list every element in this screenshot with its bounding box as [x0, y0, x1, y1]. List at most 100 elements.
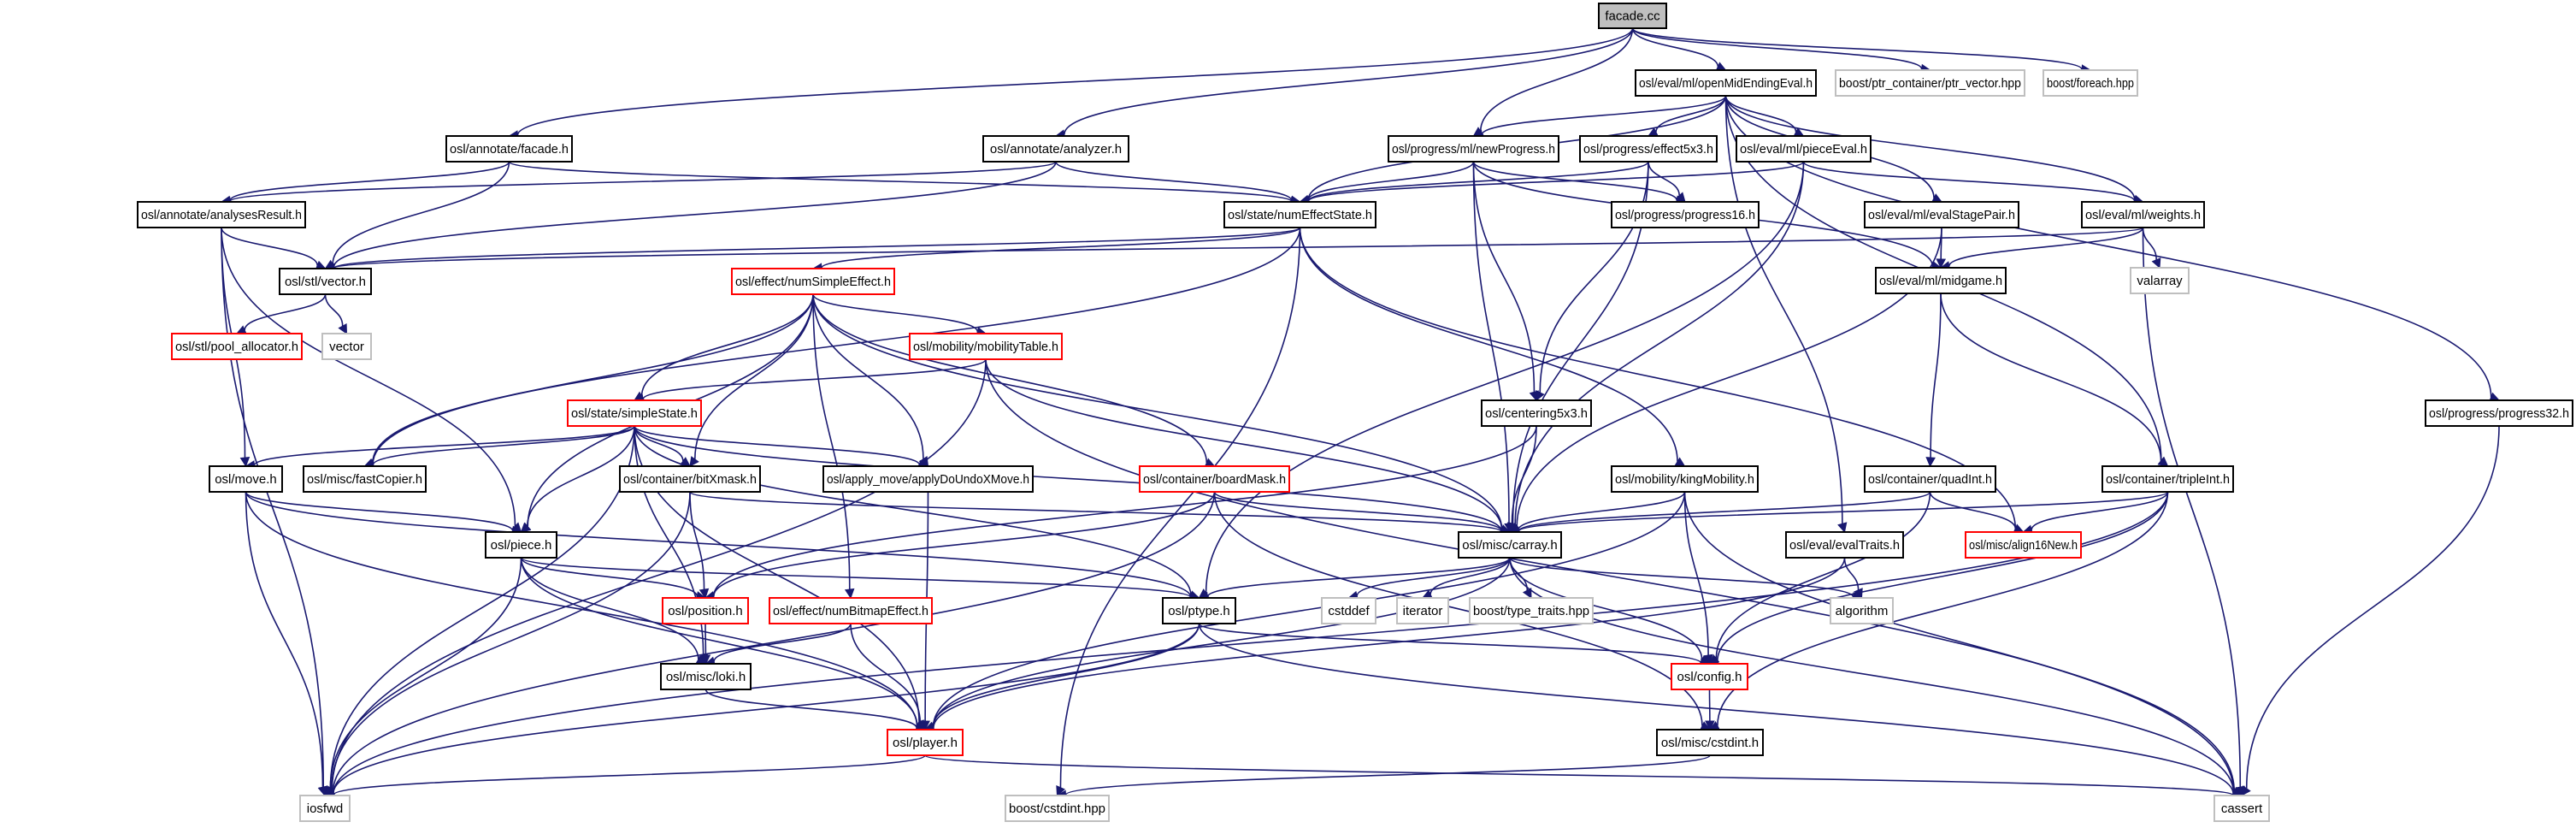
- edge-newProgress-to-numEffectState: [1307, 161, 1475, 201]
- node-carray[interactable]: osl/misc/carray.h: [1458, 531, 1562, 559]
- edge-facade_cc-to-analyzer: [1064, 27, 1634, 135]
- edge-numBitmapEffect-to-player: [850, 623, 922, 723]
- edge-pieceEval-to-weights: [1802, 161, 2136, 202]
- edge-quadInt-to-carray: [1518, 491, 1931, 532]
- node-label: osl/annotate/analyzer.h: [990, 142, 1122, 157]
- node-label: osl/state/numEffectState.h: [1228, 208, 1372, 222]
- node-bitXmask[interactable]: osl/container/bitXmask.h: [619, 465, 761, 493]
- node-evalStagePair[interactable]: osl/eval/ml/evalStagePair.h: [1864, 201, 2019, 228]
- edge-cstdint_misc-to-boost_cstdint: [1064, 754, 1711, 796]
- edge-boardMask-to-position: [712, 491, 1216, 597]
- node-label: osl/progress/progress16.h: [1615, 208, 1755, 222]
- edge-openMidEndingEval-to-weights: [1724, 95, 2136, 200]
- arrowhead-simpleState-to-piece: [520, 522, 532, 533]
- node-box: [445, 135, 573, 163]
- node-move[interactable]: osl/move.h: [209, 465, 283, 493]
- node-align16New[interactable]: osl/misc/align16New.h: [1965, 531, 2082, 559]
- node-pieceEval[interactable]: osl/eval/ml/pieceEval.h: [1736, 135, 1872, 163]
- edge-facade_cc-to-newProgress: [1479, 27, 1634, 132]
- node-numBitmapEffect[interactable]: osl/effect/numBitmapEffect.h: [769, 597, 933, 624]
- arrowhead-openMidEndingEval-to-evalTraits: [1837, 522, 1848, 534]
- node-box: [982, 135, 1129, 163]
- node-label: osl/container/tripleInt.h: [2106, 472, 2230, 487]
- node-label: osl/player.h: [893, 736, 958, 750]
- node-pool_allocator[interactable]: osl/stl/pool_allocator.h: [171, 333, 303, 360]
- node-weights[interactable]: osl/eval/ml/weights.h: [2081, 201, 2205, 228]
- edge-evalTraits-to-algorithm: [1843, 557, 1860, 590]
- node-label: osl/eval/evalTraits.h: [1789, 538, 1900, 553]
- node-progress16[interactable]: osl/progress/progress16.h: [1611, 201, 1760, 228]
- node-progress32[interactable]: osl/progress/progress32.h: [2425, 399, 2573, 427]
- node-facade_cc[interactable]: facade.cc: [1598, 3, 1667, 29]
- edge-midgame-to-tripleInt: [1940, 293, 2162, 461]
- node-ptype[interactable]: osl/ptype.h: [1162, 597, 1236, 624]
- node-label: osl/centering5x3.h: [1485, 406, 1588, 421]
- edge-carray-to-config: [1509, 557, 1703, 660]
- node-quadInt[interactable]: osl/container/quadInt.h: [1864, 465, 1996, 493]
- node-box: [1388, 135, 1559, 163]
- node-loki[interactable]: osl/misc/loki.h: [660, 663, 752, 690]
- node-label: osl/mobility/mobilityTable.h: [913, 340, 1058, 354]
- edge-ptype-to-config: [1198, 623, 1702, 664]
- node-openMidEndingEval[interactable]: osl/eval/ml/openMidEndingEval.h: [1635, 69, 1817, 97]
- edge-evalTraits-to-player: [933, 557, 1846, 729]
- edge-numEffectState-to-numSimpleEffect: [821, 227, 1301, 269]
- node-label: osl/misc/fastCopier.h: [307, 472, 422, 487]
- node-player[interactable]: osl/player.h: [887, 729, 964, 756]
- node-config[interactable]: osl/config.h: [1671, 663, 1748, 690]
- node-fastCopier[interactable]: osl/misc/fastCopier.h: [303, 465, 427, 493]
- node-tripleInt[interactable]: osl/container/tripleInt.h: [2101, 465, 2234, 493]
- node-analysesResult[interactable]: osl/annotate/analysesResult.h: [137, 201, 306, 228]
- node-label: osl/config.h: [1677, 670, 1742, 684]
- node-numSimpleEffect[interactable]: osl/effect/numSimpleEffect.h: [731, 268, 895, 295]
- node-position[interactable]: osl/position.h: [662, 597, 749, 624]
- node-simpleState[interactable]: osl/state/simpleState.h: [567, 399, 702, 427]
- edge-simpleState-to-ptype: [634, 425, 1192, 596]
- node-analyzer[interactable]: osl/annotate/analyzer.h: [982, 135, 1129, 163]
- edge-move-to-ptype: [245, 491, 1192, 598]
- arrowhead-centering5x3-to-carray: [1506, 522, 1518, 534]
- edge-carray-to-player: [932, 557, 1511, 728]
- node-label: osl/eval/ml/openMidEndingEval.h: [1639, 76, 1813, 91]
- node-box: [909, 333, 1063, 360]
- node-box: [1458, 531, 1562, 559]
- edge-piece-to-ptype: [520, 557, 1192, 599]
- node-box: [1611, 465, 1759, 493]
- node-box: [279, 268, 372, 295]
- edge-kingMobility-to-carray: [1517, 491, 1686, 531]
- arrowhead-numSimpleEffect-to-numBitmapEffect: [844, 588, 855, 600]
- node-piece[interactable]: osl/piece.h: [485, 531, 557, 559]
- node-ptr_vector: boost/ptr_container/ptr_vector.hpp: [1835, 69, 2025, 97]
- node-label: osl/position.h: [668, 604, 743, 618]
- node-annotate_facade[interactable]: osl/annotate/facade.h: [445, 135, 573, 163]
- node-label: osl/ptype.h: [1168, 604, 1230, 618]
- node-mobilityTable[interactable]: osl/mobility/mobilityTable.h: [909, 333, 1063, 360]
- edge-move-to-piece: [245, 491, 514, 531]
- node-cassert: cassert: [2213, 795, 2270, 822]
- node-boost_cstdint: boost/cstdint.hpp: [1005, 795, 1110, 822]
- node-evalTraits[interactable]: osl/eval/evalTraits.h: [1785, 531, 1904, 559]
- node-stl_vector[interactable]: osl/stl/vector.h: [279, 268, 372, 295]
- edge-openMidEndingEval-to-newProgress: [1481, 95, 1727, 135]
- edge-effect5x3-to-progress16: [1648, 161, 1681, 196]
- node-effect5x3[interactable]: osl/progress/effect5x3.h: [1579, 135, 1718, 163]
- node-boardMask[interactable]: osl/container/boardMask.h: [1139, 465, 1290, 493]
- edge-numSimpleEffect-to-bitXmask: [694, 293, 814, 459]
- node-numEffectState[interactable]: osl/state/numEffectState.h: [1223, 201, 1376, 228]
- edge-loki-to-player: [704, 689, 917, 729]
- edge-ptype-to-player: [932, 623, 1200, 727]
- edge-analyzer-to-analysesResult: [229, 161, 1057, 203]
- edge-numEffectState-to-stl_vector: [333, 227, 1301, 269]
- node-midgame[interactable]: osl/eval/ml/midgame.h: [1875, 267, 2007, 294]
- node-applyDoUndoXMove[interactable]: osl/apply_move/applyDoUndoXMove.h: [822, 465, 1034, 493]
- node-cstdint_misc[interactable]: osl/misc/cstdint.h: [1656, 729, 1764, 756]
- node-newProgress[interactable]: osl/progress/ml/newProgress.h: [1388, 135, 1559, 163]
- node-label: osl/misc/loki.h: [666, 670, 746, 684]
- node-centering5x3[interactable]: osl/centering5x3.h: [1481, 399, 1592, 427]
- node-label: osl/container/boardMask.h: [1143, 472, 1286, 487]
- arrowhead-evalTraits-to-algorithm: [1854, 588, 1863, 600]
- node-box: [567, 399, 702, 427]
- node-kingMobility[interactable]: osl/mobility/kingMobility.h: [1611, 465, 1759, 493]
- node-box: [1469, 597, 1594, 624]
- edge-kingMobility-to-player: [932, 491, 1686, 728]
